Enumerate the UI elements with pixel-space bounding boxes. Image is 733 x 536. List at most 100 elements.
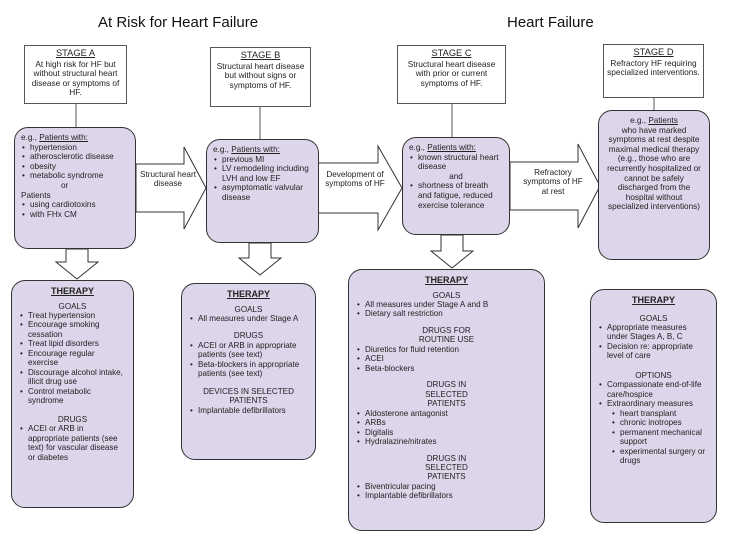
therapy-b-goals: GOALS (234, 304, 263, 314)
patients-a-eg: e.g., (21, 133, 37, 142)
therapy-c-device-list: Biventricular pacing Implantable defibri… (356, 482, 537, 501)
list-item: Decision re: appropriate level of care (599, 342, 709, 361)
list-item: All measures under Stage A and B (357, 300, 537, 310)
therapy-c-goal-list: All measures under Stage A and B Dietary… (356, 300, 537, 319)
therapy-d-box: THERAPY GOALS Appropriate measures under… (590, 289, 717, 523)
list-item: Control metabolic syndrome (20, 387, 126, 406)
down-arrow-a (54, 248, 100, 280)
down-arrow-b (237, 242, 283, 276)
list-item: Aldosterone antagonist (357, 409, 537, 419)
list-item: previous MI (214, 155, 312, 165)
list-item: ACEI or ARB in appropriate patients (see… (20, 424, 126, 462)
arrow-b-to-c (317, 144, 403, 232)
list-item: with FHx CM (22, 210, 129, 220)
patients-b-eg: e.g., (213, 145, 229, 154)
list-item: Implantable defibrillators (190, 406, 308, 416)
heading-heart-failure: Heart Failure (507, 14, 594, 31)
stage-a-box: STAGE A At high risk for HF but without … (24, 45, 127, 104)
therapy-c-devices: DRUGS IN SELECTED PATIENTS (425, 453, 468, 482)
list-item: obesity (22, 162, 129, 172)
therapy-c-routine-list: Diuretics for fluid retention ACEI Beta-… (356, 345, 537, 374)
patients-a-link: Patients with: (39, 133, 88, 142)
list-item: experimental surgery or drugs (612, 447, 709, 466)
therapy-a-title: THERAPY (50, 286, 94, 296)
arrow-label-cd: Refractory symptoms of HF at rest (523, 168, 583, 196)
list-item: Encourage smoking cessation (20, 320, 126, 339)
therapy-b-box: THERAPY GOALS All measures under Stage A… (181, 283, 316, 460)
therapy-b-title: THERAPY (226, 289, 270, 299)
therapy-a-goals: GOALS (58, 301, 87, 311)
stage-b-desc: Structural heart disease but without sig… (216, 60, 305, 90)
list-item: Implantable defibrillators (357, 491, 537, 501)
patients-c-eg: e.g., (409, 143, 425, 152)
patients-d-link: Patients (648, 116, 678, 125)
list-item: Digitalis (357, 428, 537, 438)
therapy-d-goals: GOALS (639, 313, 668, 323)
therapy-a-drugs: DRUGS (57, 414, 88, 424)
list-item: Extraordinary measures (599, 399, 709, 409)
patients-a-patients2: Patients (21, 190, 51, 200)
patients-d-eg: e.g., (630, 116, 647, 125)
therapy-c-routine: DRUGS FOR ROUTINE USE (418, 325, 475, 345)
list-item: using cardiotoxins (22, 200, 129, 210)
list-item: Compassionate end-of-life care/hospice (599, 380, 709, 399)
patients-a-or: or (61, 180, 69, 190)
list-item: Diuretics for fluid retention (357, 345, 537, 355)
list-item: All measures under Stage A (190, 314, 308, 324)
therapy-c-box: THERAPY GOALS All measures under Stage A… (348, 269, 545, 531)
patients-c-box: e.g., Patients with: known structural he… (402, 137, 510, 235)
therapy-d-option-list: Compassionate end-of-life care/hospice E… (598, 380, 709, 409)
patients-a-list: hypertension atherosclerotic disease obe… (21, 143, 129, 181)
heading-at-risk: At Risk for Heart Failure (98, 14, 259, 31)
list-item: Treat lipid disorders (20, 339, 126, 349)
list-item: Biventricular pacing (357, 482, 537, 492)
therapy-c-selected: DRUGS IN SELECTED PATIENTS (425, 380, 468, 409)
arrow-label-ab: Structural heart disease (140, 170, 196, 189)
therapy-a-box: THERAPY GOALS Treat hypertension Encoura… (11, 280, 134, 508)
patients-c-link: Patients with: (427, 143, 476, 152)
patients-c-list2: shortness of breath and fatigue, reduced… (409, 181, 503, 210)
stage-c-title: STAGE C (431, 48, 472, 58)
patients-c-and: and (449, 171, 463, 181)
list-item: Encourage regular exercise (20, 349, 126, 368)
list-item: ARBs (357, 418, 537, 428)
therapy-b-drugs: DRUGS (233, 331, 264, 341)
therapy-a-drug-list: ACEI or ARB in appropriate patients (see… (19, 424, 126, 462)
list-item: heart transplant (612, 409, 709, 419)
list-item: Beta-blockers in appropriate patients (s… (190, 360, 308, 379)
patients-b-box: e.g., Patients with: previous MI LV remo… (206, 139, 319, 243)
stage-d-desc: Refractory HF requiring specialized inte… (607, 57, 700, 78)
therapy-b-devices: DEVICES IN SELECTED PATIENTS (203, 386, 294, 406)
patients-b-list: previous MI LV remodeling including LVH … (213, 155, 312, 203)
therapy-a-goal-list: Treat hypertension Encourage smoking ces… (19, 311, 126, 406)
list-item: metabolic syndrome (22, 171, 129, 181)
list-item: Beta-blockers (357, 364, 537, 374)
stage-b-box: STAGE B Structural heart disease but wit… (210, 47, 311, 107)
arrow-label-bc: Development of symptoms of HF (325, 170, 385, 189)
therapy-d-title: THERAPY (631, 295, 675, 305)
list-item: chronic inotropes (612, 418, 709, 428)
patients-b-link: Patients with: (231, 145, 280, 154)
stage-d-box: STAGE D Refractory HF requiring speciali… (603, 44, 704, 98)
therapy-d-extra-list: heart transplant chronic inotropes perma… (598, 409, 709, 466)
therapy-d-options: OPTIONS (635, 370, 672, 380)
list-item: Hydralazine/nitrates (357, 437, 537, 447)
therapy-c-title: THERAPY (424, 275, 468, 285)
list-item: known structural heart disease (410, 153, 503, 172)
patients-a-list2: using cardiotoxins with FHx CM (21, 200, 129, 219)
patients-d-box: e.g., Patients who have marked symptoms … (598, 110, 710, 260)
list-item: asymptomatic valvular disease (214, 183, 312, 202)
list-item: hypertension (22, 143, 129, 153)
stage-c-desc: Structural heart disease with prior or c… (407, 58, 496, 88)
therapy-c-selected-list: Aldosterone antagonist ARBs Digitalis Hy… (356, 409, 537, 447)
list-item: Dietary salt restriction (357, 309, 537, 319)
therapy-b-device-list: Implantable defibrillators (189, 406, 308, 416)
list-item: permanent mechanical support (612, 428, 709, 447)
therapy-b-goal-list: All measures under Stage A (189, 314, 308, 324)
list-item: Appropriate measures under Stages A, B, … (599, 323, 709, 342)
down-arrow-c (429, 234, 475, 269)
list-item: ACEI or ARB in appropriate patients (see… (190, 341, 308, 360)
list-item: ACEI (357, 354, 537, 364)
stage-c-box: STAGE C Structural heart disease with pr… (397, 45, 506, 104)
stage-a-desc: At high risk for HF but without structur… (31, 58, 120, 98)
